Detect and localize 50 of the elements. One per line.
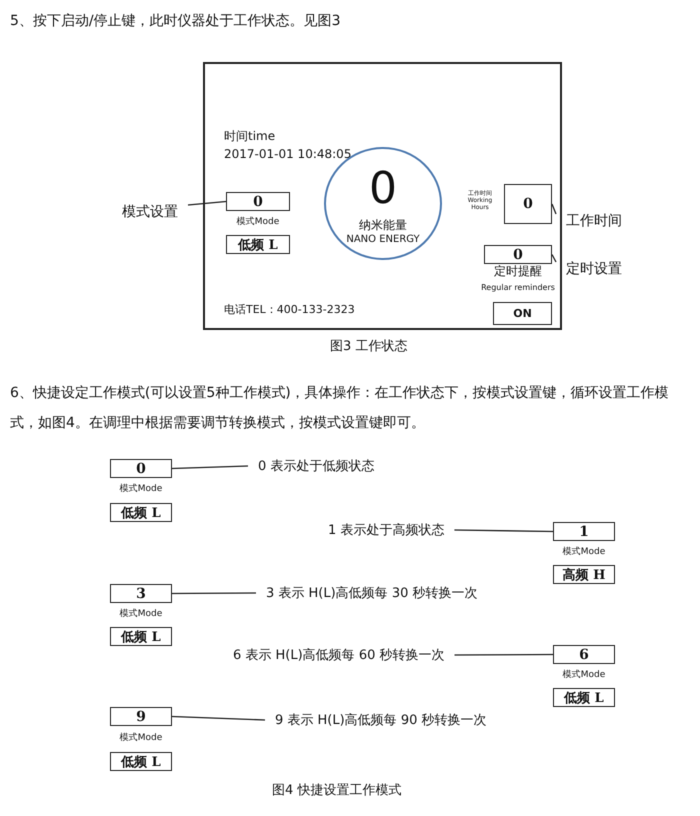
caption-text: 模式Mode	[118, 609, 164, 620]
leader-line	[454, 529, 554, 532]
caption-text: 模式Mode	[236, 217, 280, 228]
energy-value: 0	[368, 167, 398, 211]
leader-line	[551, 204, 557, 214]
value-box: 0	[110, 459, 172, 478]
device-screen	[203, 62, 562, 330]
mode-box: 低频 L	[110, 752, 172, 771]
value-box: 0	[484, 245, 552, 264]
leader-line	[172, 465, 248, 470]
caption-text: 模式Mode	[562, 547, 606, 558]
value-box: 9	[110, 707, 172, 726]
mode-box: 低频 L	[553, 688, 615, 707]
callout-text: 定时设置	[566, 260, 622, 278]
leader-line	[551, 254, 557, 262]
instruction-text: 5、按下启动/停止键，此时仪器处于工作状态。见图3	[10, 12, 341, 30]
value-box: 0	[504, 184, 552, 224]
date-time-text: 2017-01-01 10:48:05	[224, 147, 352, 161]
leader-line	[172, 716, 266, 721]
energy-label: NANO ENERGY	[345, 235, 421, 245]
caption-text: 模式Mode	[562, 670, 606, 680]
value-box: 6	[553, 645, 615, 664]
description-text: 0 表示处于低频状态	[258, 457, 374, 475]
status-box: ON	[493, 302, 552, 325]
caption-text: 模式Mode	[118, 484, 164, 494]
mode-box: 低频 L	[226, 235, 290, 254]
mode-box: 低频 L	[110, 503, 172, 522]
energy-label: 纳米能量	[358, 219, 408, 231]
value-box: 0	[226, 192, 290, 211]
info-text: 电话TEL：400-133-2323	[224, 302, 355, 317]
leader-line	[188, 200, 226, 206]
figure-caption: 图4 快捷设置工作模式	[272, 782, 402, 799]
figure-caption: 图3 工作状态	[330, 338, 408, 355]
mode-box: 高频 H	[553, 565, 615, 584]
value-box: 1	[553, 522, 615, 541]
caption-text: 模式Mode	[118, 733, 164, 744]
caption-text: Regular reminders	[480, 283, 556, 292]
value-box: 3	[110, 584, 172, 603]
callout-text: 工作时间	[566, 212, 622, 230]
leader-line	[454, 654, 553, 656]
description-text: 9 表示 H(L)高低频每 90 秒转换一次	[275, 711, 487, 729]
description-text: 1 表示处于高频状态	[328, 521, 444, 539]
mode-box: 低频 L	[110, 627, 172, 646]
instruction-text: 6、快捷设定工作模式(可以设置5种工作模式)，具体操作：在工作状态下，按模式设置键，循环设置工作模式，如图4。在调理中根据需要调节转换模式，按模式设置键即可。	[10, 384, 670, 433]
leader-line	[172, 592, 256, 594]
info-text: 时间time	[224, 128, 276, 145]
callout-text: 模式设置	[122, 203, 178, 221]
description-text: 3 表示 H(L)高低频每 30 秒转换一次	[266, 584, 478, 602]
description-text: 6 表示 H(L)高低频每 60 秒转换一次	[233, 646, 445, 664]
caption-text: 定时提醒	[493, 265, 543, 279]
